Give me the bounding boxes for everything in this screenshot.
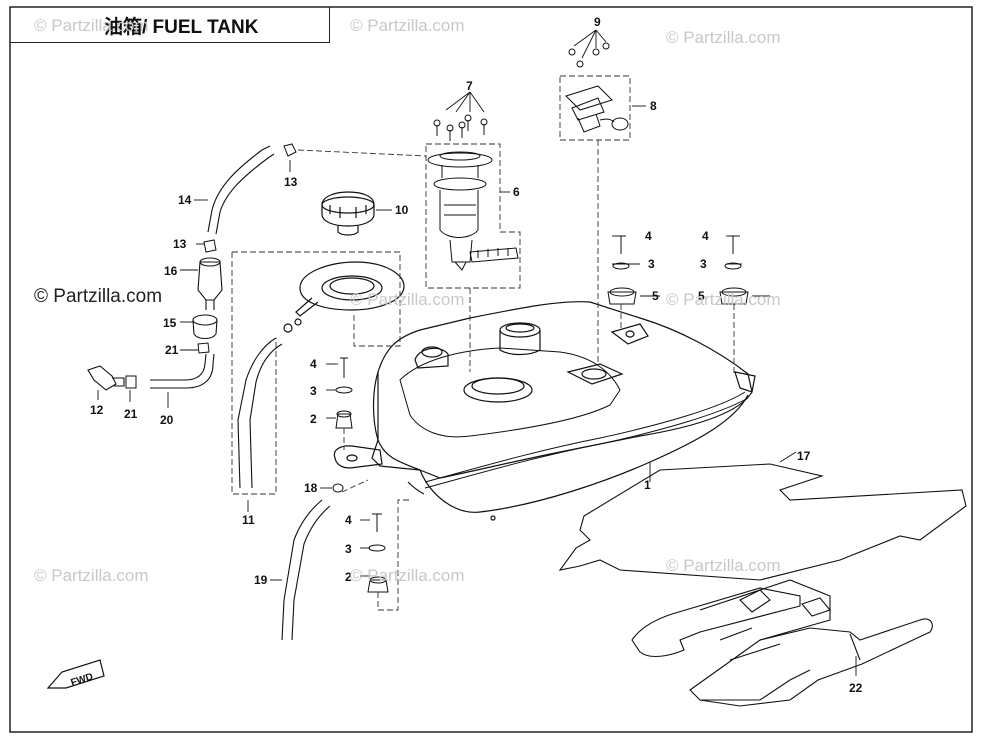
- callout-19: 19: [254, 573, 268, 587]
- callout-3c: 3: [648, 257, 655, 271]
- callout-5a: 5: [652, 289, 659, 303]
- hose-14-part[interactable]: [207, 145, 275, 235]
- callout-13b: 13: [173, 237, 187, 251]
- title-box: [10, 7, 330, 43]
- watermark-dark: © Partzilla.com: [34, 286, 163, 307]
- callout-labels: 1 2 2 3 3 3 3 4 4 4 4 5 5 6 7 8 9 10 11 …: [90, 15, 863, 695]
- page-title: 油箱/ FUEL TANK: [104, 17, 259, 38]
- frame-22-part[interactable]: [631, 579, 933, 707]
- watermark-6: © Partzilla.com: [666, 290, 781, 309]
- fwd-label: FWD: [70, 671, 95, 689]
- clamp-21a-part[interactable]: [197, 342, 210, 354]
- fuel-cap-part[interactable]: [321, 191, 375, 236]
- callout-14: 14: [178, 193, 192, 207]
- watermark-7: © Partzilla.com: [34, 566, 149, 585]
- callout-4a: 4: [310, 357, 317, 371]
- callout-17: 17: [797, 449, 811, 463]
- watermark-9: © Partzilla.com: [666, 556, 781, 575]
- mount-stack-a[interactable]: [335, 357, 353, 429]
- watermark-5: © Partzilla.com: [350, 290, 465, 309]
- callout-3d: 3: [700, 257, 707, 271]
- ring-15-part[interactable]: [192, 314, 218, 340]
- guide-lines: [231, 75, 735, 611]
- hose-19-part[interactable]: [281, 499, 331, 641]
- callout-11: 11: [242, 513, 255, 527]
- callout-10: 10: [395, 203, 409, 217]
- callout-3a: 3: [310, 384, 317, 398]
- callout-12: 12: [90, 403, 104, 417]
- fuel-tank-part[interactable]: [333, 301, 756, 521]
- callout-7: 7: [466, 79, 473, 93]
- callout-5b: 5: [698, 289, 705, 303]
- fuel-pump-part[interactable]: [427, 114, 519, 271]
- callout-3b: 3: [345, 542, 352, 556]
- watermark-1: © Partzilla.com: [34, 16, 149, 35]
- fwd-arrow-icon: FWD: [46, 659, 105, 689]
- bracket-8-part[interactable]: [565, 42, 629, 133]
- callout-20: 20: [160, 413, 174, 427]
- mount-stack-c[interactable]: [607, 235, 637, 305]
- callout-9: 9: [594, 15, 601, 29]
- callout-4c: 4: [645, 229, 652, 243]
- watermark-8: © Partzilla.com: [350, 566, 465, 585]
- clamp-18-part[interactable]: [332, 483, 344, 493]
- callout-21a: 21: [165, 343, 179, 357]
- filler-neck-gasket-part[interactable]: [283, 261, 405, 333]
- callout-18: 18: [304, 481, 318, 495]
- watermark-2: © Partzilla.com: [350, 16, 465, 35]
- callout-1: 1: [644, 478, 651, 492]
- callout-22: 22: [849, 681, 863, 695]
- heat-shield-part[interactable]: [558, 463, 967, 581]
- watermark-3: © Partzilla.com: [666, 28, 781, 47]
- valve-12-part[interactable]: [87, 365, 125, 391]
- callout-4b: 4: [345, 513, 352, 527]
- callout-2b: 2: [345, 570, 352, 584]
- callout-8: 8: [650, 99, 657, 113]
- callout-2a: 2: [310, 412, 317, 426]
- clamp-top-part[interactable]: [283, 143, 297, 157]
- callout-15: 15: [163, 316, 177, 330]
- clamp-21b-part[interactable]: [125, 375, 137, 389]
- callout-21b: 21: [124, 407, 138, 421]
- callout-6: 6: [513, 185, 520, 199]
- hose-20-part[interactable]: [150, 353, 215, 389]
- leader-lines: [97, 29, 857, 676]
- callout-4d: 4: [702, 229, 709, 243]
- vent-hose-part[interactable]: [237, 337, 283, 489]
- fuel-filter-part[interactable]: [197, 257, 223, 310]
- callout-16: 16: [164, 264, 178, 278]
- callout-13a: 13: [284, 175, 298, 189]
- clamp-lower-part[interactable]: [203, 239, 217, 253]
- outer-border: [9, 6, 973, 733]
